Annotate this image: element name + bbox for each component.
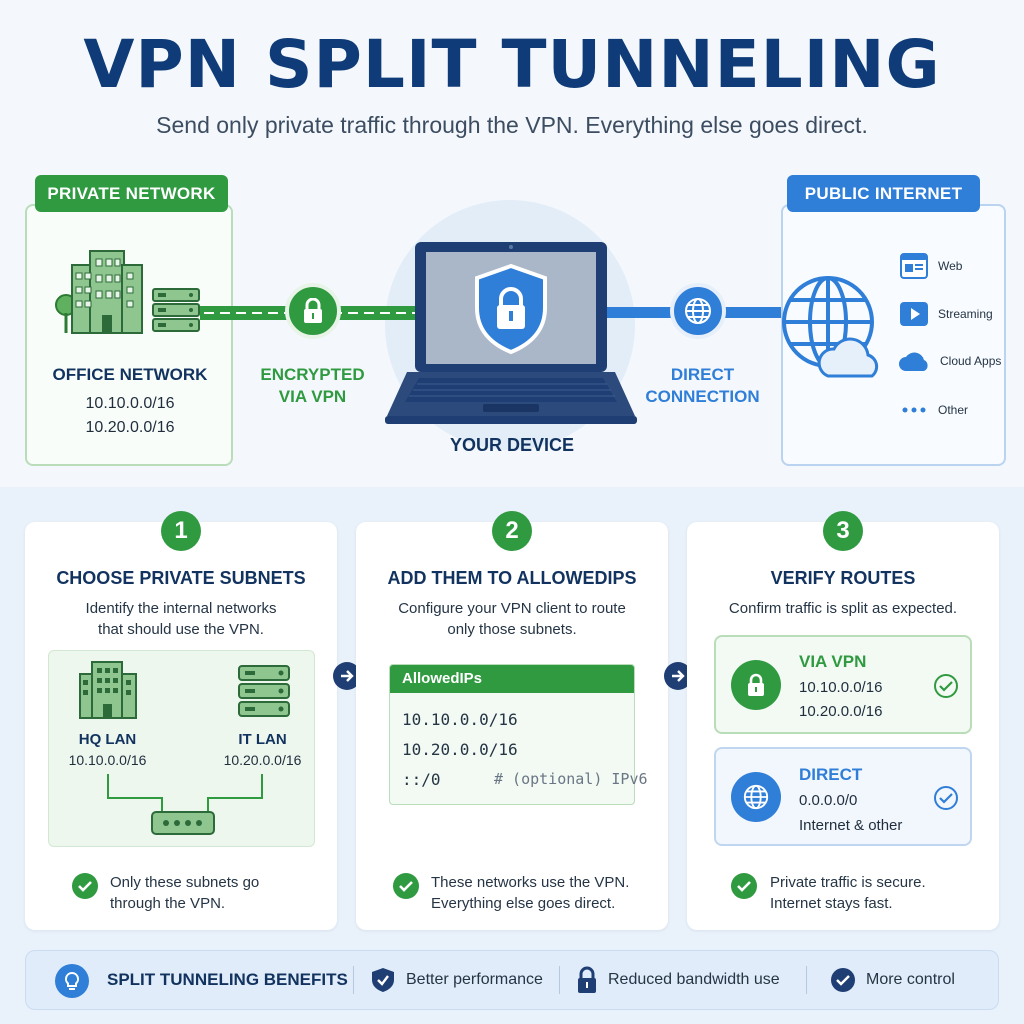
benefit-more-control: More control [830,967,955,993]
padlock-icon [578,966,596,993]
step-number-3: 3 [823,511,863,551]
allowedips-config-box: AllowedIPs [389,664,635,805]
lock-icon [285,283,341,339]
step-1-note-1: Only these subnets go [110,874,260,891]
benefits-divider-1 [353,966,354,994]
step-1-check-icon [72,873,98,899]
office-subnet-1: 10.10.0.0/16 [85,395,175,412]
step-1-desc-1: Identify the internal networks [85,600,277,617]
step-2-desc-2: only those subnets. [447,621,577,638]
direct-label: DIRECT [799,765,863,784]
hq-lan-label: HQ LAN [78,731,137,748]
step-2-note-1: These networks use the VPN. [431,874,630,891]
step-1-desc-2: that should use the VPN. [98,621,264,638]
step-3-title: VERIFY ROUTES [770,568,916,588]
globe-small-icon [670,283,726,339]
internet-item-other-label: Other [938,403,969,417]
step-3-note-2: Internet stays fast. [770,895,893,912]
via-vpn-lock-icon [731,660,781,710]
config-line-1: 10.10.0.0/16 [402,710,518,729]
step-3-check-icon [731,873,757,899]
internet-item-web: Web [900,253,962,279]
benefits-title: SPLIT TUNNELING BENEFITS [107,970,348,989]
benefit-1-label: Better performance [406,971,543,988]
config-comment: # (optional) IPv6 [494,770,648,788]
internet-item-streaming-label: Streaming [938,307,993,321]
it-server-icon [238,665,290,717]
benefit-reduced-bandwidth: Reduced bandwidth use [576,966,780,994]
lightbulb-icon [55,964,89,998]
step-number-1: 1 [161,511,201,551]
private-network-pill: PRIVATE NETWORK [35,175,228,212]
allowedips-header: AllowedIPs [390,665,634,693]
internet-item-streaming: Streaming [900,302,993,326]
direct-link-line2: CONNECTION [645,387,760,406]
benefit-better-performance: Better performance [370,966,543,994]
public-internet-pill: PUBLIC INTERNET [787,175,980,212]
it-lan-subnet: 10.20.0.0/16 [223,752,302,768]
direct-route-note: Internet & other [799,817,903,834]
private-network-panel [25,204,233,466]
play-icon [900,302,928,326]
office-building-icon [55,250,200,334]
via-vpn-check-icon [933,673,959,704]
it-lan-label: IT LAN [238,731,287,748]
more-dots-icon [902,407,926,413]
step-2-title: ADD THEM TO ALLOWEDIPS [387,568,637,588]
step-2-desc-1: Configure your VPN client to route [398,600,626,617]
page-title: VPN SPLIT TUNNELING [83,26,941,103]
direct-check-icon [933,785,959,816]
step-1-note-2: through the VPN. [110,895,226,912]
step-3-note-1: Private traffic is secure. [770,874,926,891]
via-vpn-label: VIA VPN [799,652,867,671]
office-subnet-2: 10.20.0.0/16 [85,419,175,436]
browser-icon [900,253,928,279]
vpn-link-line1: ENCRYPTED [260,365,365,384]
cloud-icon [899,352,928,371]
config-line-3: ::/0 [402,770,441,789]
vpn-link-line2: VIA VPN [278,387,347,406]
internet-item-other: Other [900,398,968,422]
benefit-3-label: More control [866,971,955,988]
benefit-2-label: Reduced bandwidth use [608,971,780,988]
office-network-label: OFFICE NETWORK [52,365,208,384]
hq-lan-subnet: 10.10.0.0/16 [68,752,147,768]
device-label: YOUR DEVICE [449,435,575,455]
step-1-title: CHOOSE PRIVATE SUBNETS [56,568,306,588]
direct-route: 0.0.0.0/0 [799,792,858,809]
router-diagram [107,774,263,835]
hq-building-icon [79,661,137,719]
check-badge-icon [831,968,855,992]
step-3-desc-1: Confirm traffic is split as expected. [728,600,958,617]
config-line-2: 10.20.0.0/16 [402,740,518,759]
direct-link-line1: DIRECT [670,365,735,384]
public-internet-panel [781,204,1006,466]
step-number-2: 2 [492,511,532,551]
step-2-note-2: Everything else goes direct. [431,895,616,912]
laptop-icon [385,242,637,424]
internet-item-web-label: Web [938,259,963,273]
page-subtitle: Send only private traffic through the VP… [156,112,868,138]
shield-check-icon [372,968,394,992]
benefits-divider-3 [806,966,807,994]
globe-cloud-icon [782,276,879,378]
direct-globe-icon [731,772,781,822]
step-2-check-icon [393,873,419,899]
via-vpn-route-1: 10.10.0.0/16 [799,679,883,696]
benefits-divider-2 [559,966,560,994]
internet-item-cloud-label: Cloud Apps [940,354,1002,368]
internet-item-cloud: Cloud Apps [898,350,1001,372]
via-vpn-route-2: 10.20.0.0/16 [799,703,883,720]
